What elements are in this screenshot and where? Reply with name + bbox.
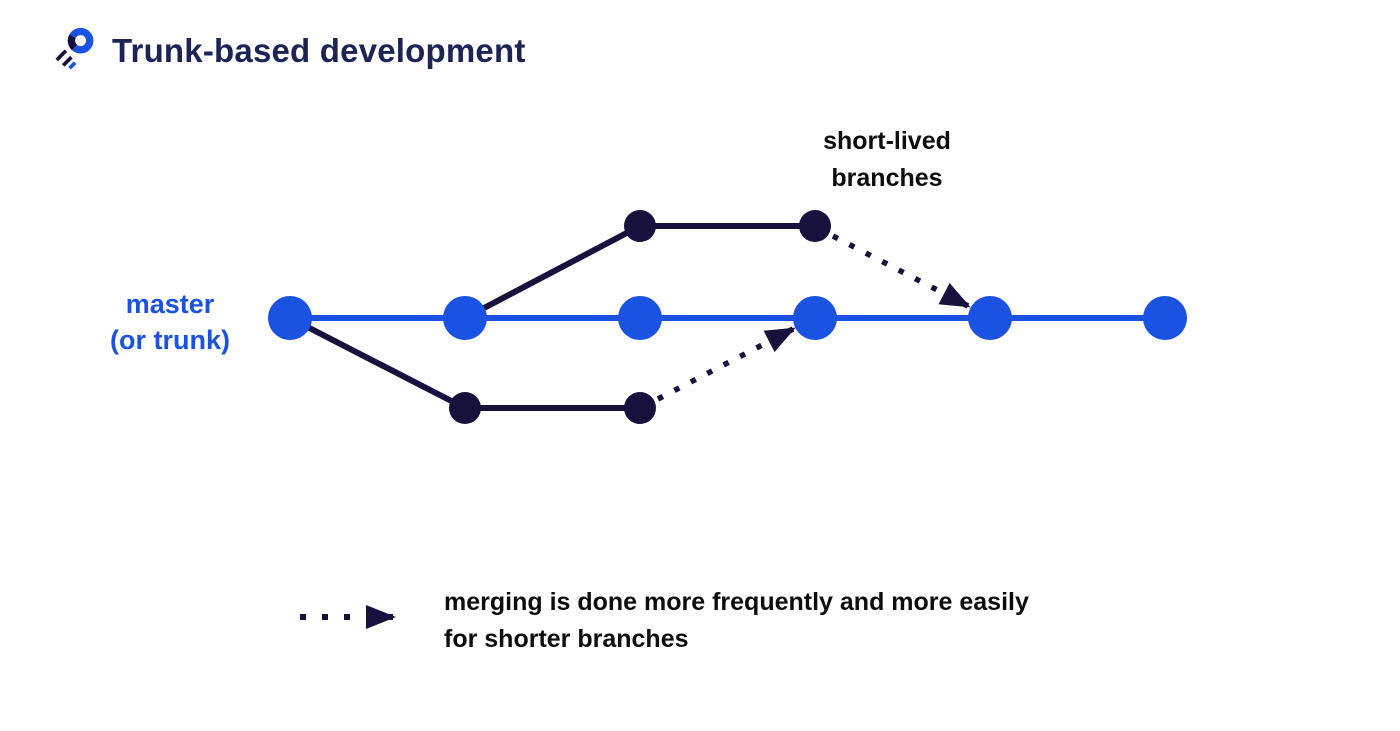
commit-node-branch: [624, 392, 656, 424]
commit-node-branch: [799, 210, 831, 242]
short-lived-label-line1: short-lived: [823, 127, 951, 155]
master-label-line1: master: [125, 289, 215, 319]
page-title: Trunk-based development: [112, 32, 526, 69]
commit-node-master: [793, 296, 837, 340]
commit-node-master: [1143, 296, 1187, 340]
branch-edge: [463, 223, 642, 321]
merge-arrow: [656, 326, 796, 402]
branch-edge: [288, 315, 467, 411]
master-label-line2: (or trunk): [110, 325, 230, 355]
master-branch-label: master (or trunk): [40, 286, 300, 358]
commit-node-master: [443, 296, 487, 340]
legend-text-line1: merging is done more frequently and more…: [444, 588, 1029, 616]
commit-node-master: [618, 296, 662, 340]
comet-icon: [54, 26, 98, 70]
commit-node-master: [968, 296, 1012, 340]
merge-arrow: [831, 233, 971, 309]
legend-text: merging is done more frequently and more…: [444, 584, 1184, 658]
short-lived-label-line2: branches: [831, 164, 943, 192]
commit-node-branch: [449, 392, 481, 424]
commit-node-branch: [624, 210, 656, 242]
short-lived-branches-label: short-lived branches: [757, 123, 1017, 197]
commit-node-master: [268, 296, 312, 340]
legend-text-line2: for shorter branches: [444, 625, 689, 653]
